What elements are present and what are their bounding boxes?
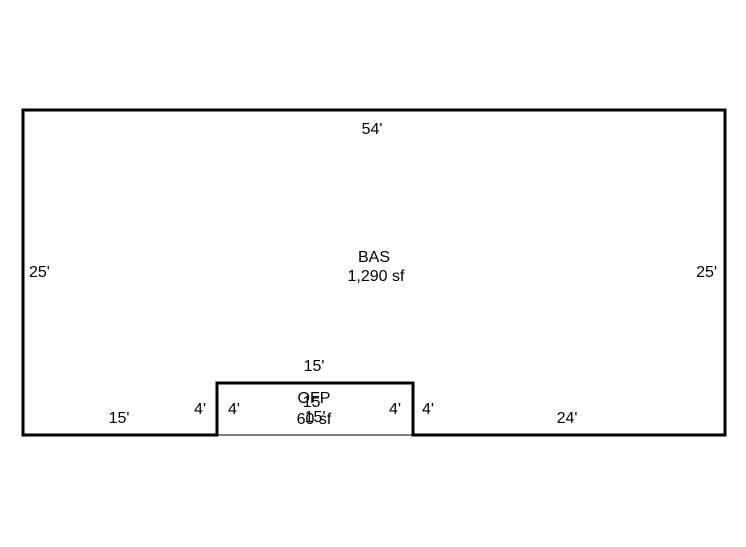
ofp-left-dimension: 4' xyxy=(228,401,240,418)
ofp-outline xyxy=(217,382,413,436)
bas-bottom-left-dimension: 15' xyxy=(109,410,130,427)
bas-bottom-right-dimension: 24' xyxy=(557,410,578,427)
bas-notch-left-dimension: 4' xyxy=(194,401,206,418)
bas-top-dimension: 54' xyxy=(362,121,383,138)
bas-area-code: BAS xyxy=(358,249,390,266)
bas-area-value: 1,290 sf xyxy=(348,268,405,285)
bas-outline xyxy=(21,108,727,437)
ofp-area-code: OFP xyxy=(298,390,331,407)
ofp-right-dimension: 4' xyxy=(389,401,401,418)
bas-right-dimension: 25' xyxy=(696,264,717,281)
ofp-top-dimension: 15' xyxy=(303,394,324,411)
ofp-bottom-dimension: 15' xyxy=(305,409,326,426)
bas-notch-right-dimension: 4' xyxy=(422,401,434,418)
bas-notch-top-dimension: 15' xyxy=(304,358,325,375)
bas-left-dimension: 25' xyxy=(29,264,50,281)
ofp-area-value: 60 sf xyxy=(297,411,332,428)
